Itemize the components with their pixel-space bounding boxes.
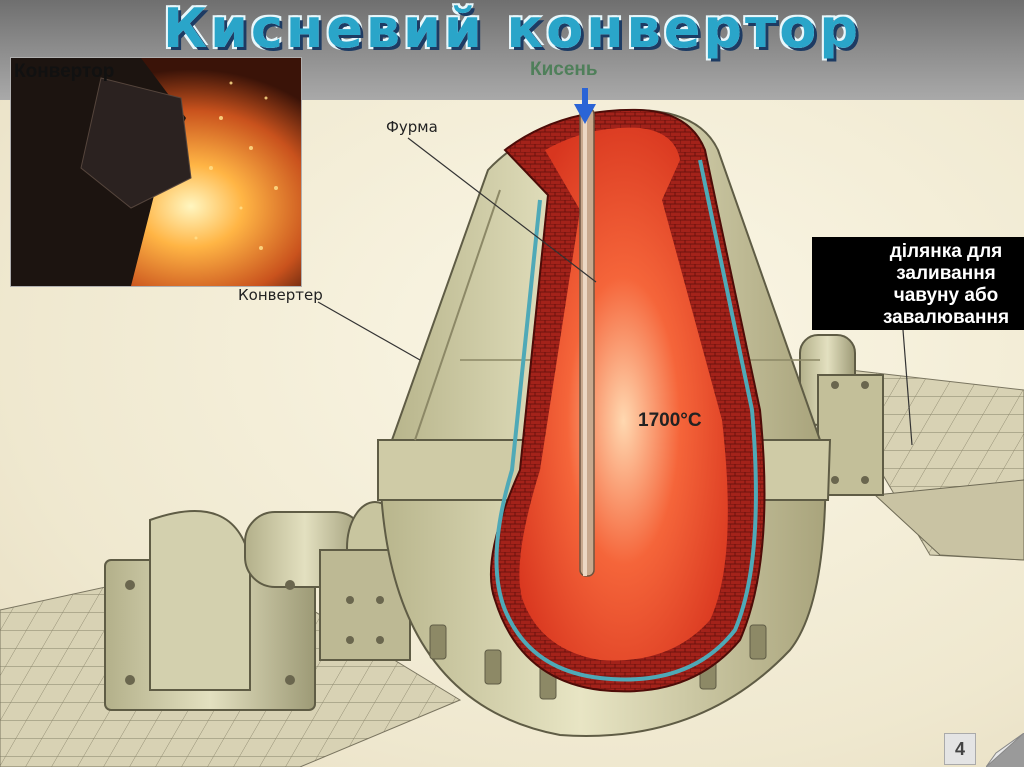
molten-steel: [519, 127, 728, 661]
photo-caption: Конвертор: [14, 61, 115, 82]
charging-area-note: ділянка для заливання чавуну або завалюв…: [812, 237, 1024, 330]
oxygen-label: Кисень: [530, 59, 598, 80]
down-arrow-icon: [574, 88, 596, 124]
page-curl-icon: [986, 733, 1024, 767]
lance-label: Фурма: [386, 118, 438, 136]
oxygen-lance: [579, 107, 595, 577]
converter-body: [377, 108, 832, 737]
converter-label: Конвертер: [238, 286, 323, 304]
charging-plate: [873, 479, 1024, 561]
temperature-label: 1700°С: [638, 410, 702, 431]
slide-title: Кисневий конвертор: [162, 0, 862, 60]
right-bearing: [799, 334, 884, 496]
page-number: 4: [944, 733, 976, 765]
charging-area-text: ділянка для заливання чавуну або завалюв…: [882, 241, 1010, 330]
converter-photo: [10, 57, 302, 287]
